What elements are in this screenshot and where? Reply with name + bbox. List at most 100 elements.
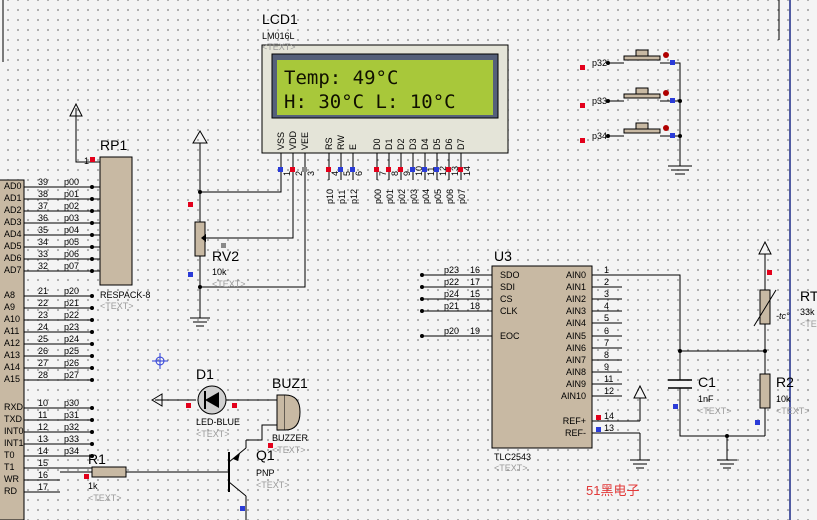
u3-right-pin-number: 8 — [604, 350, 610, 360]
lcd-pin-name: D5 — [432, 138, 442, 150]
u3-right-pin-name: AIN9 — [565, 379, 586, 389]
mcu-port2-net: p22 — [64, 310, 80, 320]
lcd-pin-name: D3 — [408, 138, 418, 150]
u3-left-net: p20 — [444, 326, 460, 336]
lcd-pin-name: D2 — [396, 138, 406, 150]
u3-right-pin-name: AIN10 — [560, 391, 586, 401]
u3-left-wires — [422, 274, 492, 337]
lcd-ref: LCD1 — [262, 11, 298, 27]
port-junctions — [90, 185, 94, 458]
u3-left-pin-name: CS — [500, 294, 513, 304]
u3-right-pin-number: 12 — [604, 386, 615, 396]
u3-right-pin-name: AIN8 — [565, 367, 586, 377]
lcd-pin-number: 14 — [462, 165, 472, 176]
mcu-port0-label: AD7 — [4, 265, 22, 275]
mcu-port0-label: AD2 — [4, 205, 22, 215]
mcu-port2-label: A13 — [4, 350, 21, 360]
u3-left-net: p23 — [444, 265, 460, 275]
mcu-port0-label: AD0 — [4, 181, 22, 191]
r1-resistor[interactable] — [60, 466, 224, 478]
u3-right-pin-name: REF+ — [562, 416, 586, 426]
mcu-port3-pin: 13 — [38, 434, 49, 444]
mcu-port0-net: p03 — [64, 213, 80, 223]
u3-left-net: p24 — [444, 289, 460, 299]
lcd-pin-number: 4 — [330, 170, 340, 176]
u3-left-pin-number: 19 — [470, 326, 481, 336]
u3-adc[interactable] — [491, 265, 593, 449]
mcu-port0-net: p02 — [64, 201, 80, 211]
r2-ref: R2 — [776, 374, 794, 390]
u3-left-net: p22 — [444, 277, 460, 287]
buz1-buzzer[interactable] — [246, 394, 301, 441]
c1-value: 1nF — [698, 394, 714, 404]
r2-resistor[interactable] — [717, 351, 771, 469]
rt-tc-label: -tc° — [776, 311, 790, 321]
mcu-port3-pin: 10 — [38, 398, 49, 408]
mcu-port3-pin: 12 — [38, 422, 49, 432]
d1-ref: D1 — [196, 366, 214, 382]
u3-right-pin-name: AIN1 — [565, 282, 586, 292]
u3-right-pin-name: AIN0 — [565, 270, 586, 280]
mcu-body[interactable] — [0, 179, 25, 520]
button-net-p33: p33 — [592, 96, 608, 106]
mcu-port2-net: p25 — [64, 346, 80, 356]
lcd-net-label: p02 — [397, 188, 407, 204]
u3-right-pin-number: 9 — [604, 362, 610, 372]
d1-text-tag: <TEXT> — [196, 429, 230, 439]
mcu-port0-pin: 35 — [38, 225, 49, 235]
mcu-port0-pin: 38 — [38, 189, 49, 199]
q1-transistor[interactable] — [224, 440, 247, 520]
pin-state-markers — [84, 60, 772, 511]
button-p33[interactable] — [623, 87, 669, 99]
mcu-port3-pin: 16 — [38, 470, 49, 480]
rp1-ref: RP1 — [100, 137, 128, 153]
mcu-port3-pin: 15 — [38, 458, 49, 468]
lcd-module[interactable] — [261, 44, 509, 154]
lcd-pin-number: 5 — [342, 170, 352, 176]
u3-left-net: p21 — [444, 301, 460, 311]
mcu-port2-pin: 26 — [38, 346, 49, 356]
mcu-port2-pin: 25 — [38, 334, 49, 344]
d1-led[interactable] — [151, 385, 262, 415]
u3-left-pin-number: 18 — [470, 301, 481, 311]
u3-left-pin-name: CLK — [500, 306, 518, 316]
rp1-respack[interactable] — [99, 156, 133, 286]
c1-capacitor[interactable] — [668, 351, 765, 437]
u3-right-pin-name: AIN7 — [565, 355, 586, 365]
mcu-port2-label: A14 — [4, 362, 21, 372]
lcd-pin-number: 9 — [402, 170, 412, 176]
button-net-p32: p32 — [592, 58, 608, 68]
mcu-port2-net: p20 — [64, 286, 80, 296]
rv2-potentiometer[interactable] — [190, 130, 214, 327]
mcu-port0-label: AD6 — [4, 253, 22, 263]
r1-ref: R1 — [88, 451, 106, 467]
probe-crosshair-icon[interactable] — [152, 353, 168, 369]
rt-thermistor[interactable] — [753, 240, 777, 351]
mcu-port3-pin: 11 — [38, 410, 48, 420]
mcu-port2-net: p26 — [64, 358, 80, 368]
mcu-port3-label: INT0 — [4, 426, 24, 436]
u3-right-pin-name: AIN4 — [565, 318, 586, 328]
buz1-ref: BUZ1 — [272, 375, 308, 391]
u3-right-pin-number: 4 — [604, 301, 610, 311]
lcd-net-label: p10 — [325, 188, 335, 204]
mcu-port0-net: p06 — [64, 249, 80, 259]
button-junctions — [606, 61, 682, 138]
lcd-pin-number: 8 — [390, 170, 400, 176]
button-p34[interactable] — [623, 122, 669, 134]
mcu-port2-pin: 22 — [38, 298, 49, 308]
mcu-port0-pin: 34 — [38, 237, 49, 247]
lcd-pin-name: VSS — [276, 131, 286, 150]
button-p32[interactable] — [623, 49, 669, 61]
lcd-net-label: p12 — [349, 188, 359, 204]
u3-right-pin-number: 2 — [604, 277, 610, 287]
u3-left-pin-name: EOC — [500, 331, 520, 341]
mcu-port2-net: p24 — [64, 334, 80, 344]
q1-part: PNP — [256, 468, 275, 478]
lcd-net-label: p06 — [445, 188, 455, 204]
mcu-port0-net: p01 — [64, 189, 80, 199]
analog-junctions — [678, 349, 767, 438]
mcu-port2-pin: 27 — [38, 358, 49, 368]
lcd-pin-number: 6 — [354, 170, 364, 176]
